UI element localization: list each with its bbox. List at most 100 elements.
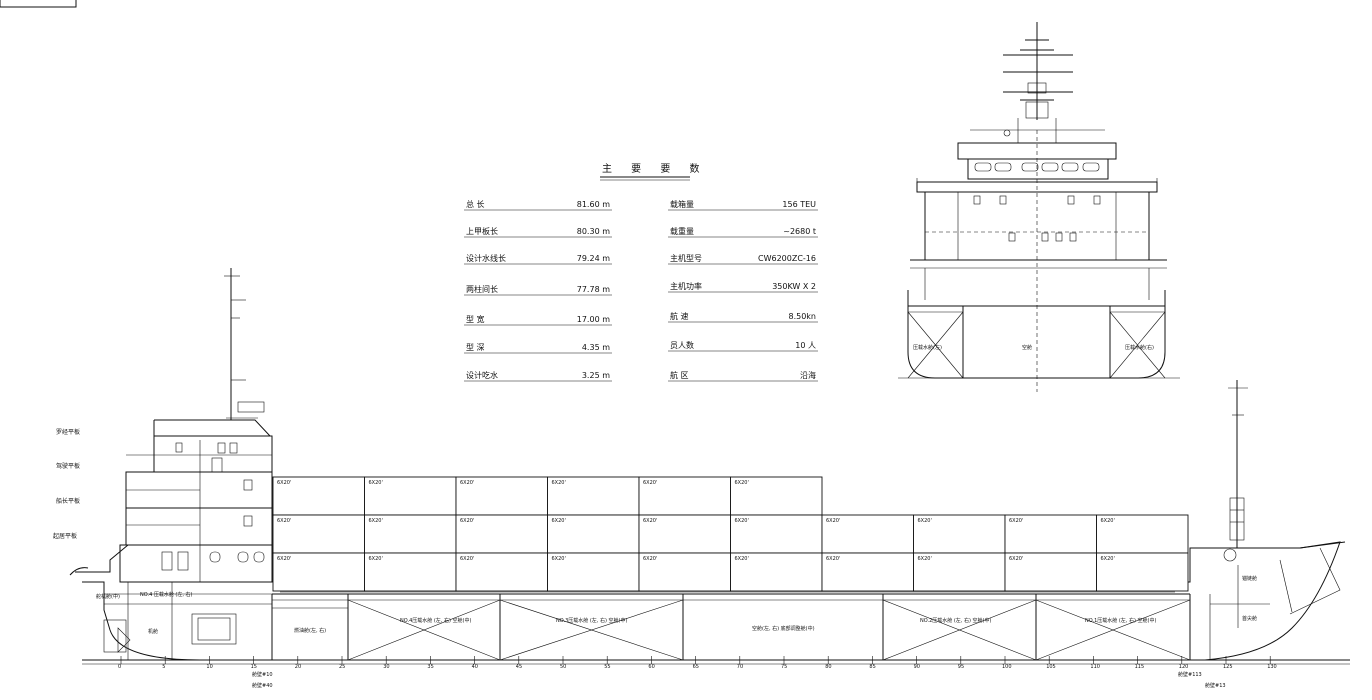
container-label: 6X20' xyxy=(277,556,291,562)
hold-label: NO.2压载水舱 (左, 右) 空舱(中) xyxy=(920,617,991,624)
container-label: 6X20' xyxy=(826,518,840,524)
container-box xyxy=(913,552,1006,592)
frame-number: 20 xyxy=(295,664,301,670)
deck-label: 驾驶平板 xyxy=(56,462,80,470)
spec-value: ~2680 t xyxy=(783,227,816,236)
container-label: 6X20' xyxy=(735,556,749,562)
midship-section-view: 压载水舱(左) 空舱 压载水舱(右) xyxy=(898,22,1180,392)
frame-number: 125 xyxy=(1223,664,1233,670)
spec-value: 17.00 m xyxy=(577,315,610,324)
container-box xyxy=(1004,552,1097,592)
frame-number: 50 xyxy=(560,664,566,670)
spec-label: 设计水线长 xyxy=(466,253,506,263)
frame-number: 130 xyxy=(1267,664,1277,670)
spec-value: 156 TEU xyxy=(782,200,816,209)
spec-value: CW6200ZC-16 xyxy=(758,254,816,263)
container-label: 6X20' xyxy=(552,518,566,524)
container-box xyxy=(364,552,457,592)
main-engine xyxy=(191,613,237,645)
frame-number: 120 xyxy=(1179,664,1189,670)
container-label: 6X20' xyxy=(369,480,383,486)
container-stack: 6X20' 6X20' 6X20' 6X20' 6X20' 6X20' 6X20' 6X20'… xyxy=(272,476,1189,592)
spec-value: 10 人 xyxy=(795,341,816,350)
spec-label: 型 宽 xyxy=(466,314,485,324)
forecastle xyxy=(1190,380,1346,615)
spec-label: 两柱间长 xyxy=(466,284,498,294)
section-label: 压载水舱(右) xyxy=(1125,344,1154,351)
aft-label: 舵机舱(中) xyxy=(96,593,120,600)
frame-number: 75 xyxy=(781,664,787,670)
container-box xyxy=(364,476,457,516)
spec-value: 77.78 m xyxy=(577,285,610,294)
bulkhead-tag: 舱壁#40 xyxy=(252,682,273,689)
container-box xyxy=(638,552,731,592)
frame-number: 100 xyxy=(1002,664,1012,670)
container-box xyxy=(730,514,823,554)
container-label: 6X20' xyxy=(643,480,657,486)
spec-value: 沿海 xyxy=(800,370,816,380)
container-box xyxy=(547,476,640,516)
fwd-label: 首尖舱 xyxy=(1242,615,1257,622)
hold-label: NO.3压载水舱 (左, 右) 空舱(中) xyxy=(556,617,627,624)
spec-label: 总 长 xyxy=(466,199,485,209)
container-box xyxy=(638,476,731,516)
spec-label: 主机功率 xyxy=(670,281,702,291)
spec-value: 4.35 m xyxy=(582,343,610,352)
container-label: 6X20' xyxy=(369,518,383,524)
deck-label: 船长平板 xyxy=(56,497,80,505)
container-label: 6X20' xyxy=(918,556,932,562)
hold-label: NO.1压载水舱 (左, 右) 空舱(中) xyxy=(1085,617,1156,624)
frame-number: 95 xyxy=(958,664,964,670)
container-box xyxy=(730,476,823,516)
spec-label: 载重量 xyxy=(670,226,694,236)
frame-number: 65 xyxy=(693,664,699,670)
container-box xyxy=(1096,552,1189,592)
frame-number: 90 xyxy=(914,664,920,670)
spec-table: 主 要 要 数 总 长 81.60 m 上甲板长 80.30 m 设计水线长 7… xyxy=(464,162,818,382)
frame-number: 60 xyxy=(648,664,654,670)
propeller-icon xyxy=(117,627,131,653)
container-box xyxy=(455,514,548,554)
container-label: 6X20' xyxy=(826,556,840,562)
spec-value: 80.30 m xyxy=(577,227,610,236)
container-label: 6X20' xyxy=(460,480,474,486)
spec-value: 79.24 m xyxy=(577,254,610,263)
frame-number: 35 xyxy=(427,664,433,670)
frame-number: 115 xyxy=(1135,664,1145,670)
spec-value: 8.50kn xyxy=(788,312,816,321)
container-box xyxy=(547,514,640,554)
container-label: 6X20' xyxy=(552,480,566,486)
container-label: 6X20' xyxy=(643,518,657,524)
profile-view: 燃油舱(左, 右) NO.4压载水舱 (左, 右) 空舱(中) NO.3压载水舱… xyxy=(53,268,1350,689)
spec-label: 员人数 xyxy=(670,340,694,350)
frame-number: 80 xyxy=(825,664,831,670)
container-label: 6X20' xyxy=(918,518,932,524)
deck-label: 起居平板 xyxy=(53,532,77,540)
container-label: 6X20' xyxy=(735,518,749,524)
hold-label: 空舱(左, 右) 底部调整舱(中) xyxy=(752,625,815,632)
container-label: 6X20' xyxy=(369,556,383,562)
bulkhead-tag: 舱壁#10 xyxy=(252,671,273,678)
fwd-label: 锚链舱 xyxy=(1242,575,1257,582)
frame-number: 70 xyxy=(737,664,743,670)
spec-left-column: 总 长 81.60 m 上甲板长 80.30 m 设计水线长 79.24 m 两… xyxy=(464,199,612,382)
spec-value: 81.60 m xyxy=(577,200,610,209)
frame-number: 55 xyxy=(604,664,610,670)
container-box xyxy=(272,476,365,516)
container-label: 6X20' xyxy=(643,556,657,562)
superstructure xyxy=(119,268,273,583)
frame-number: 10 xyxy=(206,664,212,670)
frame-number: 0 xyxy=(118,664,121,670)
frame-number: 5 xyxy=(162,664,165,670)
container-box xyxy=(638,514,731,554)
spec-title: 主 要 要 数 xyxy=(602,162,708,175)
hull-section-outline xyxy=(907,290,1166,379)
frame-number: 110 xyxy=(1090,664,1100,670)
spec-value: 350KW X 2 xyxy=(772,282,816,291)
container-label: 6X20' xyxy=(460,518,474,524)
container-label: 6X20' xyxy=(1101,518,1115,524)
windlass-icon xyxy=(1223,548,1237,562)
spec-label: 上甲板长 xyxy=(466,226,498,236)
